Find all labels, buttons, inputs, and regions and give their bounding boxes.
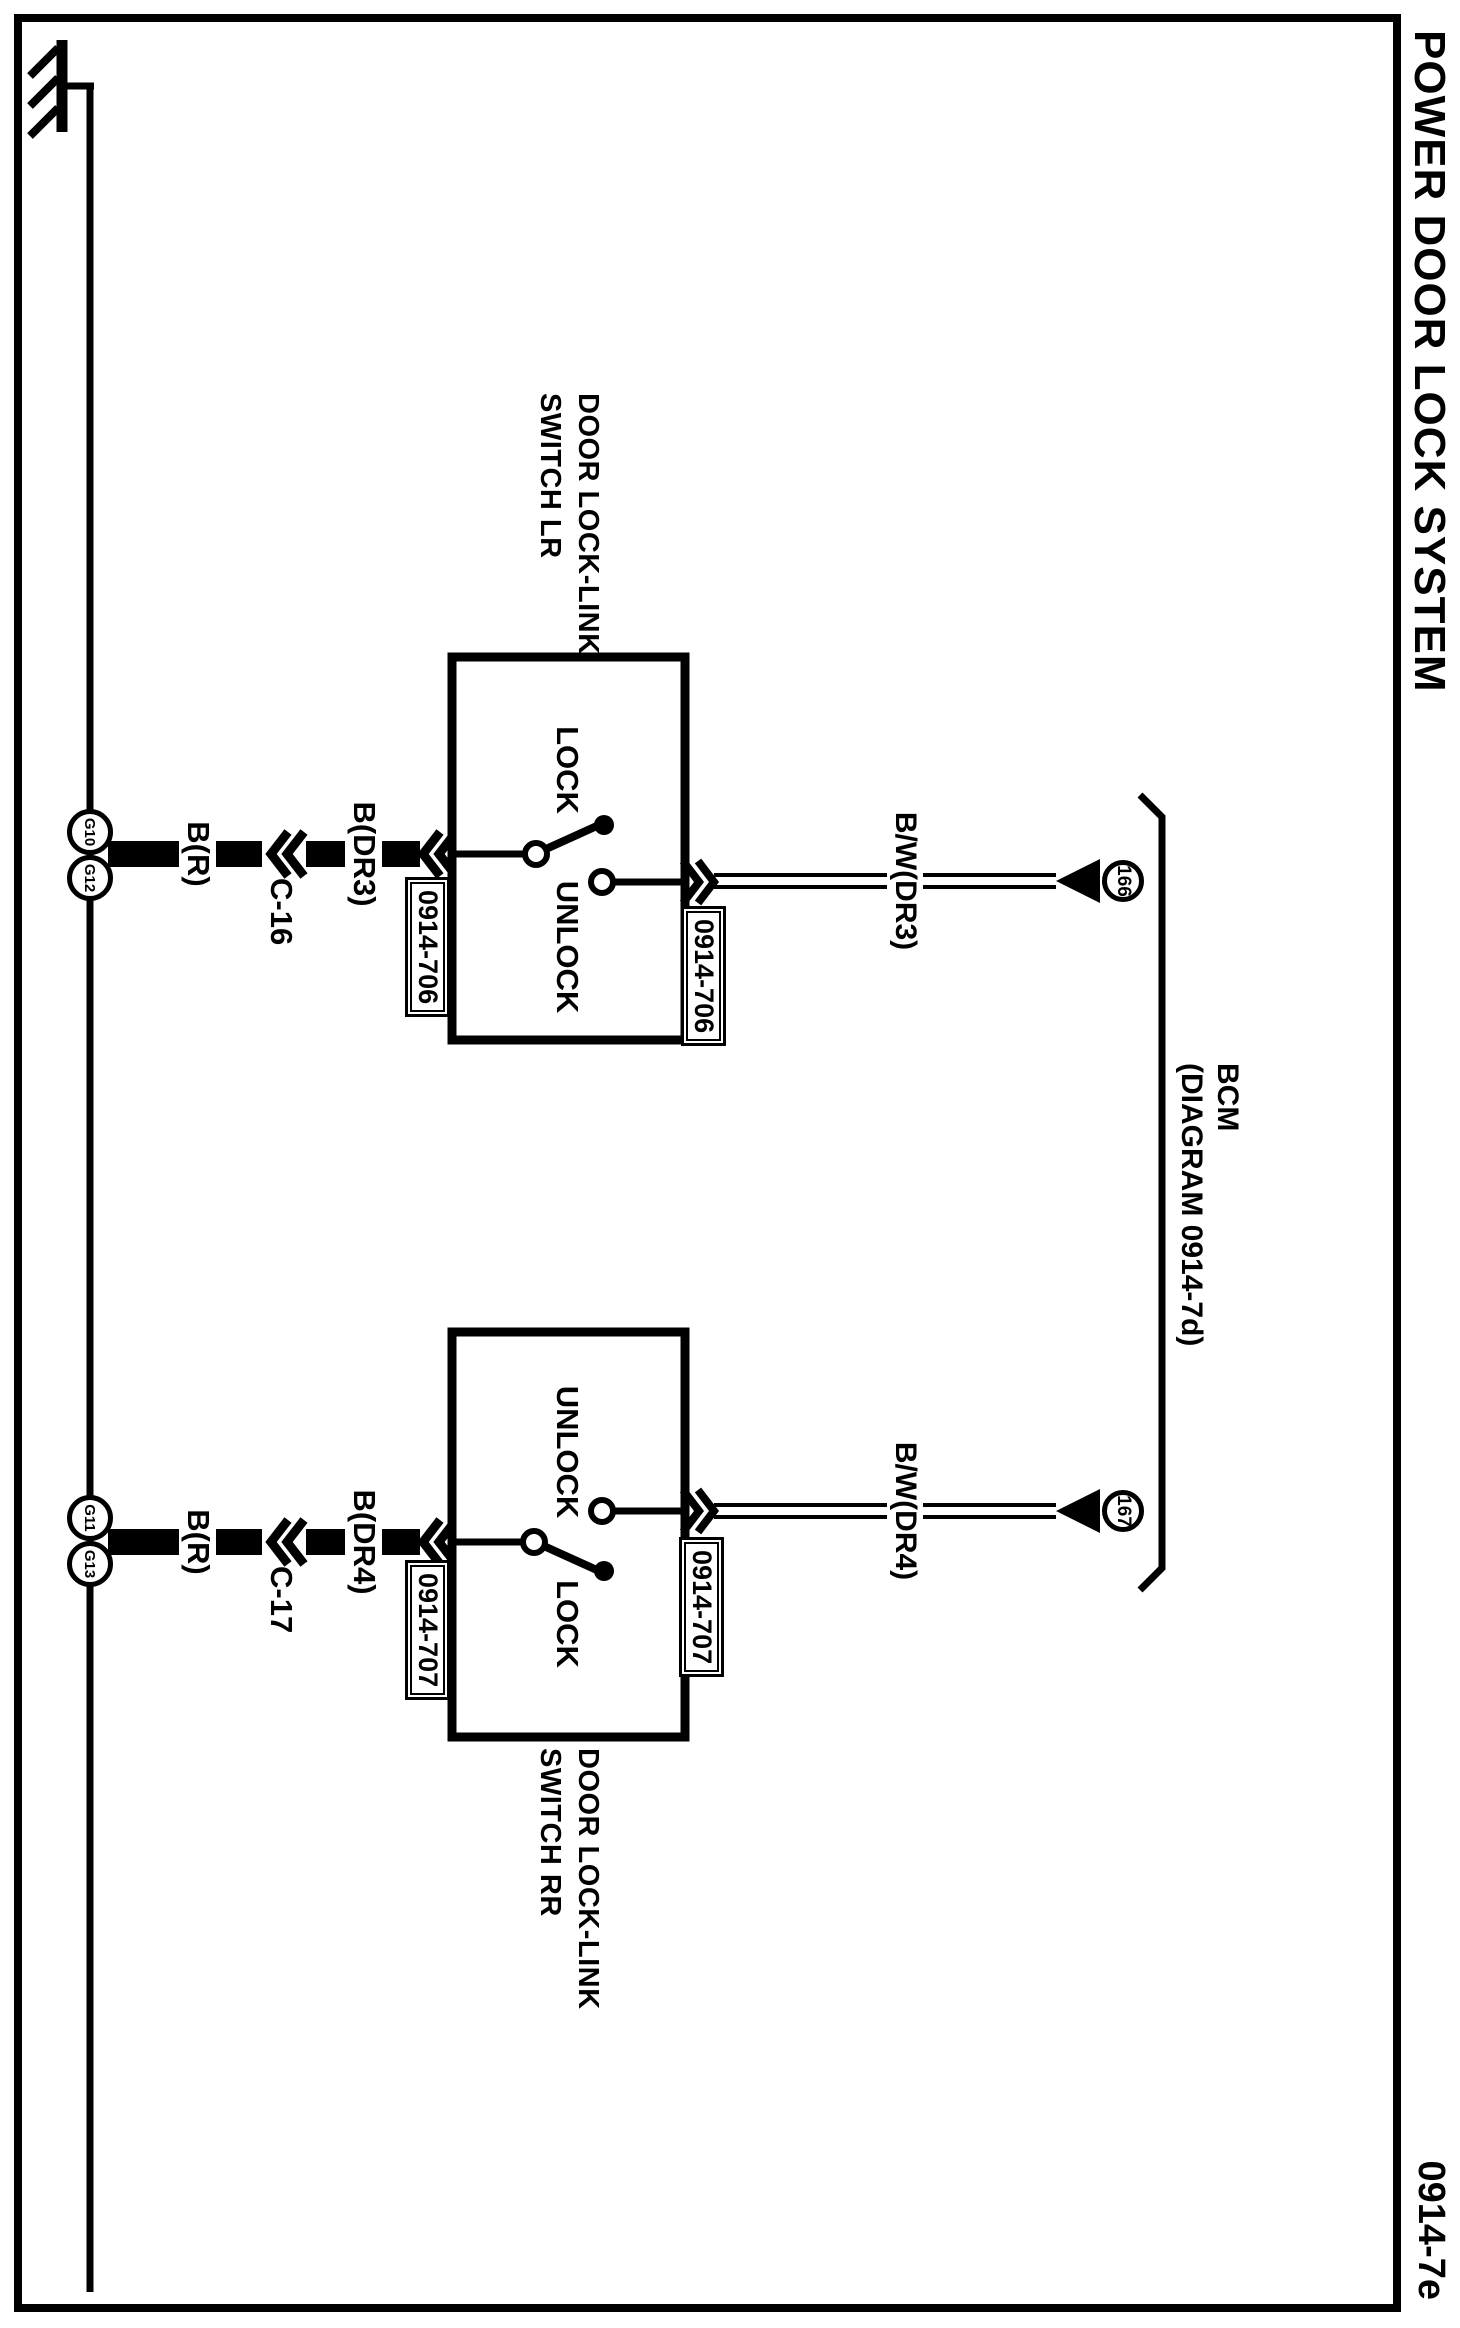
- rr-lock-contact-dot: [594, 1561, 614, 1581]
- page-title: POWER DOOR LOCK SYSTEM: [1405, 30, 1454, 693]
- ground-point-g11: G11: [67, 1495, 113, 1541]
- lr-switch-box: [447, 652, 690, 1045]
- lr-switch-name-line2: SWITCH LR: [534, 393, 566, 559]
- bcm-bracket: [1137, 792, 1166, 1593]
- rr-unlock-label: UNLOCK: [550, 1385, 585, 1519]
- ground-point-g10: G10: [67, 809, 113, 855]
- lr-unlock-contact: [588, 868, 616, 896]
- lr-connector-chevron-c16: [265, 829, 308, 879]
- lr-connector-box-bcm-side: 0914-706: [681, 906, 726, 1047]
- lr-bcm-wire-color-label: B/W(DR3): [887, 796, 923, 966]
- lr-unlock-label: UNLOCK: [550, 880, 585, 1014]
- bcm-label: BCM: [1211, 1063, 1244, 1132]
- lr-inline-connector-label: C-16: [264, 878, 299, 946]
- lr-switch-name-line1: DOOR LOCK-LINK: [572, 393, 604, 655]
- rr-bcm-arrow: [1056, 1489, 1100, 1533]
- lr-lock-contact-dot: [594, 815, 614, 835]
- rr-connector-box-ground-side: 0914-707: [405, 1560, 450, 1701]
- ground-point-g13: G13: [67, 1541, 113, 1587]
- lr-door-wire-color-label: B(DR3): [345, 794, 382, 914]
- ground-symbol: [27, 40, 68, 139]
- ground-point-g12: G12: [67, 855, 113, 901]
- bcm-pin-166: 166: [1102, 860, 1144, 902]
- lr-connector-box-ground-side: 0914-706: [405, 877, 450, 1018]
- rr-switch-name-line2: SWITCH RR: [534, 1748, 566, 1917]
- lr-switch-arm: [544, 821, 601, 853]
- lr-connector-number-bcm-side: 0914-706: [686, 911, 721, 1042]
- rr-connector-chevron-bcm-side: [679, 1487, 720, 1535]
- lr-common-contact: [522, 840, 550, 868]
- lr-lock-label: LOCK: [550, 726, 585, 814]
- lr-connector-chevron-bcm-side: [679, 858, 720, 906]
- rr-ground-wire-color-label: B(R): [179, 1482, 216, 1602]
- rr-connector-number-ground-side: 0914-707: [410, 1565, 445, 1696]
- diagram-border: [14, 14, 1401, 2312]
- lr-bcm-arrow: [1056, 859, 1100, 903]
- rr-common-contact: [520, 1528, 548, 1556]
- rr-lock-label: LOCK: [550, 1580, 585, 1668]
- rr-switch-box: [447, 1327, 690, 1742]
- rr-switch-name-line1: DOOR LOCK-LINK: [572, 1748, 604, 2010]
- rr-door-wire-color-label: B(DR4): [345, 1482, 382, 1602]
- rr-connector-number-bcm-side: 0914-707: [684, 1542, 719, 1673]
- rr-inline-connector-label: C-17: [264, 1566, 299, 1634]
- bcm-diagram-ref: (DIAGRAM 0914-7d): [1175, 1063, 1208, 1347]
- rr-unlock-contact: [588, 1497, 616, 1525]
- lr-ground-wire-color-label: B(R): [179, 794, 216, 914]
- rr-switch-arm: [544, 1543, 601, 1575]
- rr-bcm-wire-color-label: B/W(DR4): [887, 1426, 923, 1596]
- lr-connector-number-ground-side: 0914-706: [410, 882, 445, 1013]
- rr-connector-chevron-c17: [265, 1517, 308, 1567]
- bcm-pin-167: 167: [1102, 1490, 1144, 1532]
- diagram-number: 0914-7e: [1410, 2160, 1452, 2300]
- rr-connector-box-bcm-side: 0914-707: [679, 1537, 724, 1678]
